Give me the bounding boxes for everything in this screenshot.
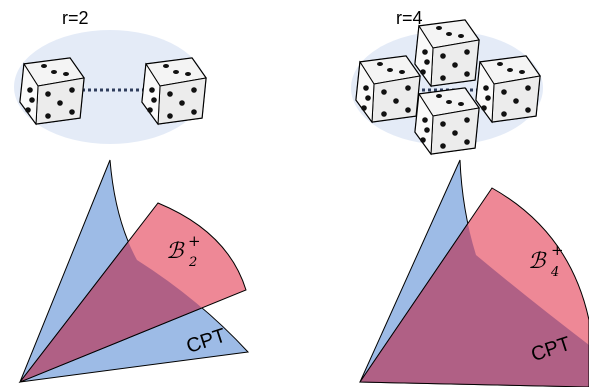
b-cone-label: ℬ <box>528 249 547 274</box>
b-cone-subscript: 4 <box>550 265 559 280</box>
dice-icon <box>19 57 85 125</box>
b-cone-subscript: 2 <box>188 255 197 270</box>
cone-diagram-r4: ℬ + 4 CPT <box>359 159 589 387</box>
b-cone-superscript: + <box>188 232 201 250</box>
dice-group-r2 <box>14 30 207 144</box>
dice-group-r4 <box>351 19 543 155</box>
r4-label: r=4 <box>396 8 423 28</box>
cone-diagram-r2: ℬ + 2 CPT <box>18 159 250 384</box>
dice-icon <box>355 55 421 123</box>
b-cone-superscript: + <box>551 241 564 259</box>
dice-icon <box>414 19 480 87</box>
dice-icon <box>141 57 207 125</box>
b-cone-label: ℬ <box>166 239 185 264</box>
r2-label: r=2 <box>62 8 89 28</box>
dice-icon <box>475 55 541 123</box>
dice-icon <box>414 87 480 155</box>
